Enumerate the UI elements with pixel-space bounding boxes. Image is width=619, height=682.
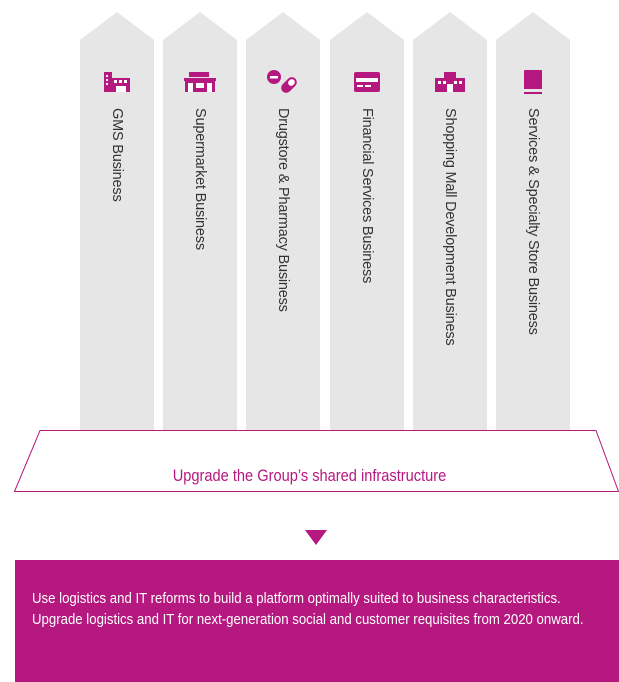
down-arrow-icon (305, 530, 327, 545)
shopping-mall-icon (431, 67, 469, 97)
arrow-shape (80, 12, 154, 430)
business-arrow-financial: Financial Services Business (330, 12, 404, 430)
book-icon (514, 67, 552, 97)
business-label: Shopping Mall Development Business (442, 108, 458, 346)
infrastructure-label: Upgrade the Group’s shared infrastructur… (172, 466, 447, 485)
arrow-shape (163, 12, 237, 430)
business-arrow-supermarket: Supermarket Business (163, 12, 237, 430)
pill-icon (264, 67, 302, 97)
arrow-shape (330, 12, 404, 430)
business-label: Drugstore & Pharmacy Business (275, 108, 291, 312)
arrow-shape (413, 12, 487, 430)
business-arrow-gms: GMS Business (80, 12, 154, 430)
business-arrow-services: Services & Specialty Store Business (496, 12, 570, 430)
business-arrows: GMS Business Supermarket Business Drugst… (80, 12, 570, 430)
shared-infrastructure-band: Upgrade the Group’s shared infrastructur… (0, 430, 619, 492)
business-label: Services & Specialty Store Business (525, 108, 541, 335)
platform-text: Use logistics and IT reforms to build a … (32, 590, 584, 628)
business-label: Supermarket Business (192, 108, 208, 250)
business-label: GMS Business (109, 108, 125, 202)
gms-store-icon (98, 67, 136, 97)
supermarket-icon (181, 67, 219, 97)
platform-panel: Use logistics and IT reforms to build a … (15, 560, 619, 682)
business-arrow-mall: Shopping Mall Development Business (413, 12, 487, 430)
arrow-shape (246, 12, 320, 430)
business-arrow-drugstore: Drugstore & Pharmacy Business (246, 12, 320, 430)
credit-card-icon (348, 67, 386, 97)
business-label: Financial Services Business (359, 108, 375, 284)
arrow-shape (496, 12, 570, 430)
